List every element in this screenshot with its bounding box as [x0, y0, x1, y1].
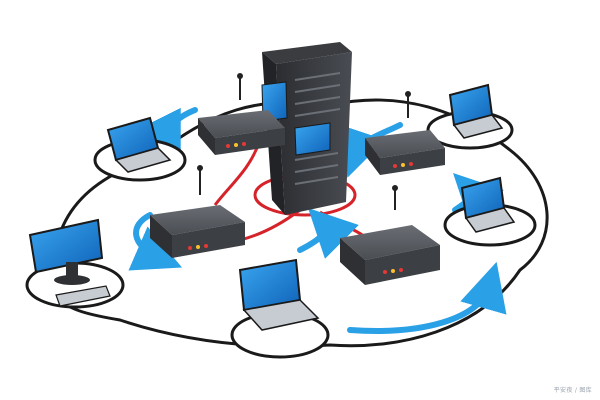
laptop-icon [448, 83, 504, 139]
router-icon [150, 165, 245, 258]
router-icon [365, 91, 445, 175]
router-icon [198, 73, 285, 155]
laptop-icon [238, 258, 320, 331]
laptop-icon [460, 176, 516, 233]
monitor-icon [28, 218, 111, 307]
laptop-icon [106, 116, 172, 173]
data-flow-arrows [128, 107, 507, 334]
watermark-text: 平安夜 / 图库 [553, 387, 592, 394]
server-rack-icon [261, 42, 352, 215]
router-icon [340, 185, 440, 285]
